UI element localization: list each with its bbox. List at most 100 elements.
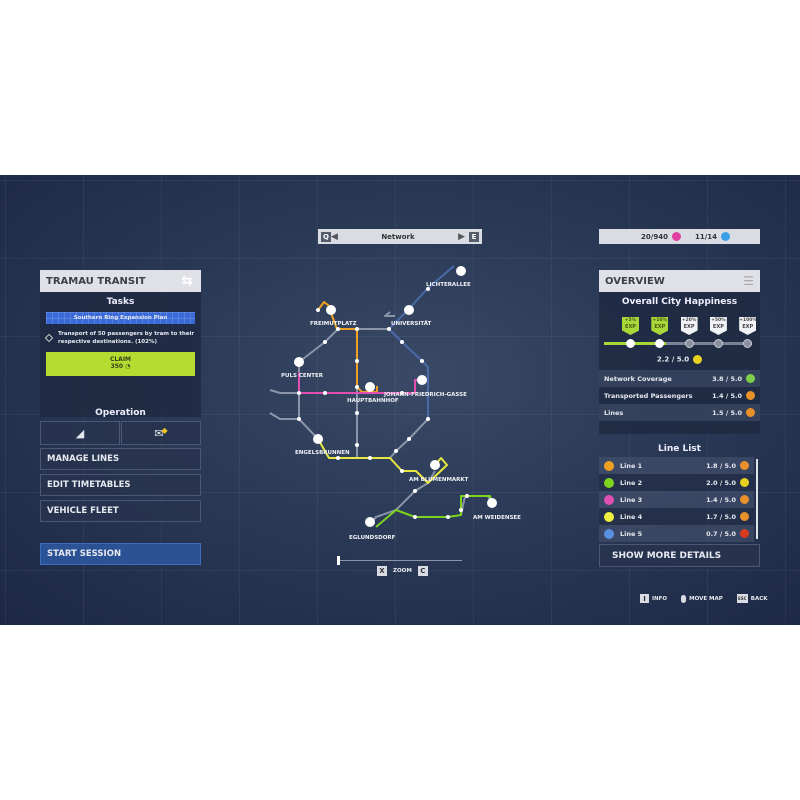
label-johann-friedrich-gasse: JOHANN-FRIEDRICH-GASSE bbox=[384, 392, 467, 398]
line-score: 1.4 / 5.0 bbox=[706, 495, 736, 504]
reward-flag: +5%EXP bbox=[622, 317, 639, 335]
reward-node bbox=[684, 339, 694, 348]
claim-button[interactable]: CLAIM 350 ◔ bbox=[46, 352, 195, 376]
reward-percent: +50% bbox=[711, 318, 726, 323]
station-hauptbahnhof[interactable] bbox=[365, 382, 375, 392]
station-eglundsdorf[interactable] bbox=[365, 517, 375, 527]
next-key[interactable]: E bbox=[469, 231, 479, 242]
line-row[interactable]: Line 4 1.7 / 5.0 bbox=[599, 508, 754, 525]
claim-label: CLAIM bbox=[109, 356, 132, 363]
reward-exp: EXP bbox=[625, 324, 636, 330]
line-5-path[interactable] bbox=[388, 265, 455, 419]
statistics-button[interactable]: ◢ bbox=[40, 421, 120, 445]
manage-lines-button[interactable]: MANAGE LINES bbox=[40, 448, 201, 470]
vehicle-icon bbox=[721, 232, 730, 241]
start-session-button[interactable]: START SESSION bbox=[40, 543, 201, 565]
mouse-icon bbox=[681, 594, 687, 603]
reward-exp: EXP bbox=[742, 324, 754, 330]
station-universitaet[interactable] bbox=[404, 305, 414, 315]
line-name: Line 4 bbox=[620, 512, 643, 521]
menu-icon[interactable]: ☰ bbox=[743, 274, 754, 288]
label-lichterallee: LICHTERALLEE bbox=[426, 282, 471, 288]
zoom-in-key[interactable]: C bbox=[417, 566, 428, 576]
station-puls-center[interactable] bbox=[294, 357, 304, 367]
station-johann-friedrich-gasse[interactable] bbox=[417, 375, 427, 385]
tasks-title: Tasks bbox=[106, 297, 135, 307]
reward-node bbox=[743, 339, 753, 348]
stops bbox=[297, 287, 469, 519]
claim-amount: 350 bbox=[110, 363, 124, 370]
mail-icon: ✉ bbox=[154, 426, 164, 440]
metric-value: 1.5 / 5.0 bbox=[712, 408, 742, 417]
mood-face-icon bbox=[746, 408, 755, 417]
label-freimutplatz: FREIMUTPLATZ bbox=[310, 321, 357, 327]
overview-title: OVERVIEW bbox=[605, 275, 665, 287]
line-2-path[interactable] bbox=[375, 495, 493, 528]
line-1-path[interactable] bbox=[317, 301, 378, 393]
neutral-face-icon bbox=[693, 355, 703, 364]
mood-face-icon bbox=[740, 478, 749, 487]
mood-face-icon bbox=[740, 495, 749, 504]
mood-face-icon bbox=[740, 461, 749, 470]
operation-title: Operation bbox=[95, 408, 146, 418]
zoom-slider[interactable] bbox=[338, 560, 462, 561]
prev-key[interactable]: Q bbox=[321, 231, 331, 242]
label-universitaet: UNIVERSITÄT bbox=[391, 321, 432, 327]
next-arrow-icon[interactable]: ▶ bbox=[458, 231, 465, 242]
task-description: Transport of 50 passengers by tram to th… bbox=[58, 331, 195, 345]
line-color-icon bbox=[604, 528, 614, 539]
messages-button[interactable]: ✉◆ bbox=[121, 421, 201, 445]
reward-node bbox=[655, 339, 665, 348]
label-hauptbahnhof: HAUPTBAHNHOF bbox=[347, 398, 399, 404]
line-name: Line 2 bbox=[620, 478, 643, 487]
reward-percent: +20% bbox=[681, 318, 697, 323]
task-banner: Southern Ring Expansion Plan bbox=[46, 312, 195, 324]
line-list-scrollbar[interactable] bbox=[756, 459, 758, 539]
label-eglundsdorf: EGLUNDSDORF bbox=[349, 535, 396, 541]
line-3-path[interactable] bbox=[298, 372, 420, 394]
vehicles-value: 11/14 bbox=[694, 232, 717, 241]
mood-face-icon bbox=[746, 391, 755, 400]
zoom-label: ZOOM bbox=[393, 568, 412, 574]
west-track-2 bbox=[269, 412, 299, 420]
line-color-icon bbox=[604, 477, 614, 488]
line-name: Line 5 bbox=[620, 529, 643, 538]
east-track bbox=[460, 495, 493, 516]
prev-arrow-icon[interactable]: ◀ bbox=[331, 231, 338, 242]
mood-face-icon bbox=[746, 374, 755, 383]
swap-icon[interactable]: ⇆ bbox=[181, 273, 193, 289]
zoom-slider-thumb[interactable] bbox=[337, 556, 340, 565]
vehicle-fleet-button[interactable]: VEHICLE FLEET bbox=[40, 500, 201, 522]
ring-track-east bbox=[389, 418, 429, 459]
metric-value: 3.8 / 5.0 bbox=[712, 374, 742, 383]
line-color-icon bbox=[604, 511, 614, 522]
mood-face-icon bbox=[740, 529, 749, 538]
station-lichterallee[interactable] bbox=[456, 266, 466, 276]
reward-flag: +50%EXP bbox=[709, 317, 727, 335]
reward-percent: +100% bbox=[739, 318, 757, 323]
line-4-path[interactable] bbox=[317, 438, 448, 484]
edit-timetables-button[interactable]: EDIT TIMETABLES bbox=[40, 474, 201, 496]
reward-percent: +10% bbox=[652, 318, 668, 323]
show-more-details-button[interactable]: SHOW MORE DETAILS bbox=[599, 544, 760, 567]
company-panel: TRAMAU TRANSIT⇆ Tasks Southern Ring Expa… bbox=[40, 270, 201, 417]
station-am-weidensee[interactable] bbox=[487, 498, 497, 508]
info-hint: INFO bbox=[652, 595, 668, 602]
station-am-blumenmarkt[interactable] bbox=[430, 460, 440, 470]
overview-panel: OVERVIEW ☰ Overall City Happiness +5%EXP +… bbox=[599, 270, 760, 434]
station-freimutplatz[interactable] bbox=[326, 305, 336, 315]
happiness-title: Overall City Happiness bbox=[621, 297, 738, 307]
zoom-out-key[interactable]: X bbox=[377, 566, 387, 576]
line-score: 1.7 / 5.0 bbox=[706, 512, 736, 521]
esc-key: ESC bbox=[736, 594, 748, 603]
station-engelsbrunnen[interactable] bbox=[313, 434, 323, 444]
